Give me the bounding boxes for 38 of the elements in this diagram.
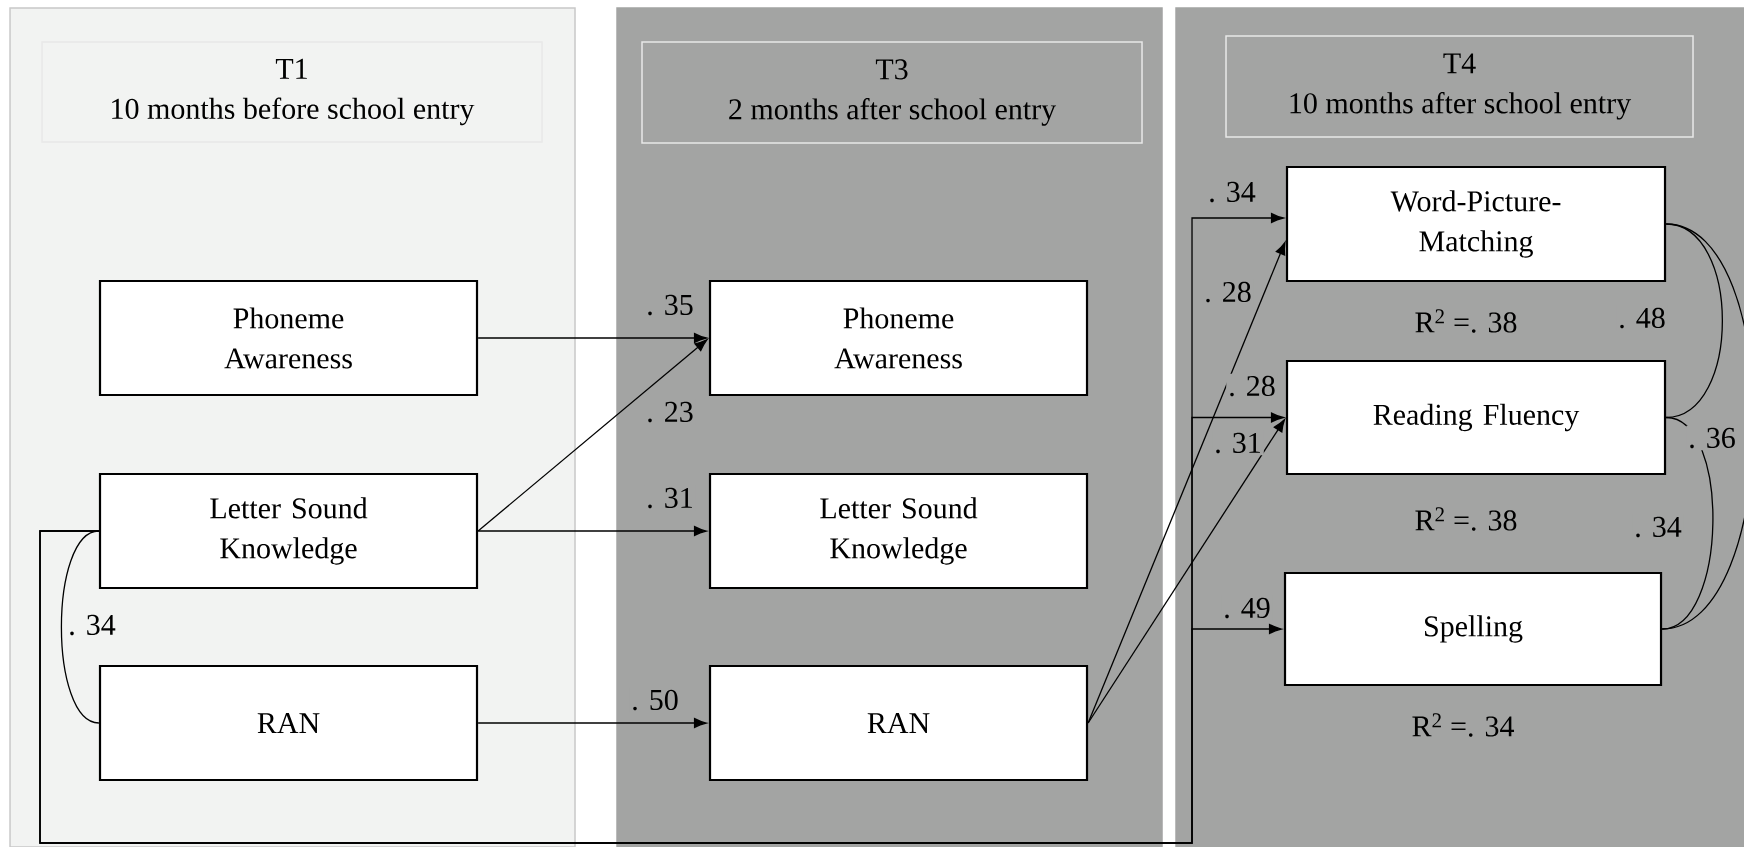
arrow xyxy=(39,530,1282,844)
r-squared-label: R$^{2}$ =. 38 xyxy=(1415,309,1517,333)
edge-label: . 35 xyxy=(644,292,696,318)
variable-box: Phoneme Awareness xyxy=(708,279,1089,397)
edge-label: . 28 xyxy=(1202,279,1254,305)
variable-box: Spelling xyxy=(1283,571,1663,687)
edge-label: . 34 xyxy=(1206,179,1258,205)
header-box: T4 10 months after school entry xyxy=(1225,35,1694,138)
edge-label: . 36 xyxy=(1686,425,1738,451)
edge-label: . 49 xyxy=(1221,595,1273,621)
edge-label: . 34 xyxy=(66,612,118,638)
edge-label: . 50 xyxy=(629,687,681,713)
edge-label: . 48 xyxy=(1616,305,1668,331)
variable-box: Reading Fluency xyxy=(1285,359,1667,476)
variable-box: Letter Sound Knowledge xyxy=(708,472,1089,590)
variable-box: Word-Picture-Matching xyxy=(1285,165,1667,283)
arrow xyxy=(477,526,707,537)
header-box: T3 2 months after school entry xyxy=(641,41,1143,144)
correlation-curve xyxy=(1661,416,1714,630)
variable-box: RAN xyxy=(98,664,479,782)
correlation-curve xyxy=(1661,223,1744,630)
arrow xyxy=(477,718,707,729)
edge-label: . 31 xyxy=(1212,430,1264,456)
edge-label: . 28 xyxy=(1226,373,1278,399)
arrow xyxy=(477,333,707,344)
r-squared-label: R$^{2}$ =. 38 xyxy=(1415,507,1517,531)
r-squared-label: R$^{2}$ =. 34 xyxy=(1412,713,1514,737)
variable-box: Letter Sound Knowledge xyxy=(98,472,479,590)
edge-label: . 31 xyxy=(644,485,696,511)
edge-label: . 23 xyxy=(644,399,696,425)
arrow xyxy=(477,339,708,532)
header-box: T1 10 months before school entry xyxy=(41,41,543,143)
edge-label: . 34 xyxy=(1632,514,1684,540)
arrow xyxy=(1087,241,1286,724)
variable-box: Phoneme Awareness xyxy=(98,279,479,397)
variable-box: RAN xyxy=(708,664,1089,782)
arrow xyxy=(1087,419,1286,724)
correlation-curve xyxy=(60,530,100,724)
